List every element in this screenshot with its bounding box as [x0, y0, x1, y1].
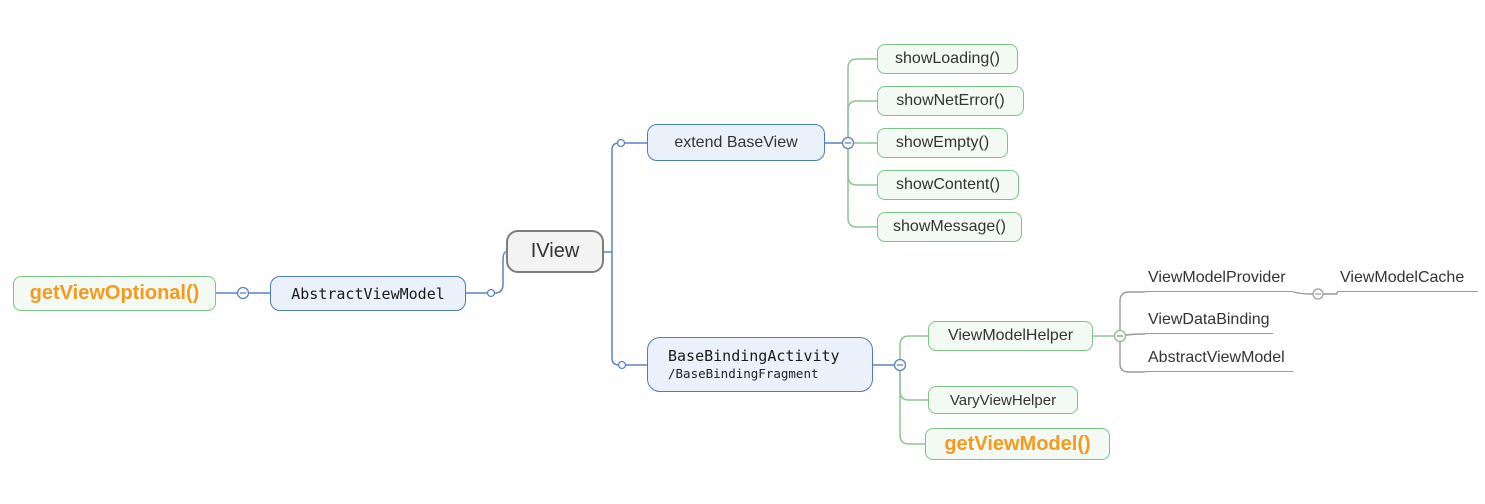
node-get-view-optional[interactable]: getViewOptional() [13, 276, 216, 311]
node-view-model-provider[interactable]: ViewModelProvider [1145, 269, 1293, 292]
node-label: extend BaseView [674, 133, 798, 151]
node-label: AbstractViewModel [291, 284, 445, 303]
node-label: showContent() [895, 176, 1001, 193]
node-label: ViewModelCache [1340, 269, 1465, 286]
junction-dot-icon [486, 288, 496, 298]
node-show-loading[interactable]: showLoading() [877, 44, 1018, 74]
node-label: showNetError() [896, 92, 1005, 109]
node-view-model-cache[interactable]: ViewModelCache [1337, 269, 1478, 292]
gray-branch-lines [1119, 291, 1338, 373]
node-label: VaryViewHelper [949, 391, 1057, 409]
collapse-button-view-model-helper[interactable] [1113, 329, 1127, 343]
node-label: AbstractViewModel [1148, 349, 1285, 366]
node-get-view-model[interactable]: getViewModel() [925, 428, 1110, 460]
node-label: getViewModel() [944, 432, 1091, 455]
node-label: showEmpty() [895, 134, 990, 151]
node-base-binding[interactable]: BaseBindingActivity /BaseBindingFragment [647, 337, 873, 392]
node-label: ViewModelHelper [947, 327, 1074, 344]
node-label: ViewModelProvider [1148, 269, 1286, 286]
node-view-data-binding[interactable]: ViewDataBinding [1145, 311, 1273, 334]
collapse-button-extend-base-view[interactable] [841, 136, 855, 150]
node-show-message[interactable]: showMessage() [877, 212, 1022, 242]
node-label: IView [530, 240, 580, 262]
node-label: showLoading() [895, 50, 1000, 67]
node-abstract-view-model[interactable]: AbstractViewModel [270, 276, 466, 311]
node-show-content[interactable]: showContent() [877, 170, 1019, 200]
junction-dots [486, 138, 627, 370]
node-vary-view-helper[interactable]: VaryViewHelper [928, 386, 1078, 414]
node-label: getViewOptional() [29, 282, 200, 304]
node-label: BaseBindingActivity [668, 347, 840, 365]
junction-dot-icon [616, 138, 626, 148]
collapse-button-view-model-provider[interactable] [1312, 288, 1324, 300]
node-show-net-error[interactable]: showNetError() [877, 86, 1024, 116]
node-abstract-view-model-child[interactable]: AbstractViewModel [1145, 349, 1293, 372]
node-label: showMessage() [893, 218, 1006, 235]
node-iview[interactable]: IView [506, 230, 604, 273]
node-show-empty[interactable]: showEmpty() [877, 128, 1008, 158]
collapse-buttons [236, 136, 1324, 372]
node-label: ViewDataBinding [1148, 311, 1270, 328]
node-sublabel: /BaseBindingFragment [668, 366, 819, 381]
node-extend-base-view[interactable]: extend BaseView [647, 124, 825, 161]
green-branch-lines [847, 58, 1120, 445]
collapse-button-abstract-view-model[interactable] [236, 286, 250, 300]
junction-dot-icon [617, 360, 627, 370]
node-view-model-helper[interactable]: ViewModelHelper [928, 321, 1093, 351]
collapse-button-base-binding[interactable] [893, 358, 907, 372]
